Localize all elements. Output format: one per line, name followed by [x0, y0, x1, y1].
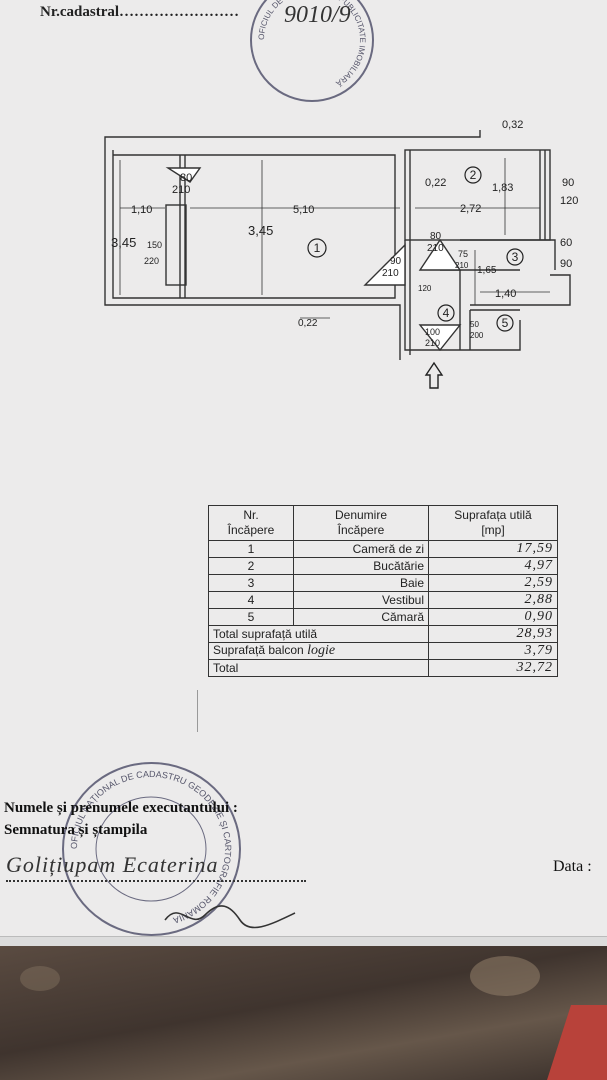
dim-label: 60	[560, 237, 572, 249]
dim-label: 90	[560, 258, 572, 270]
room-number: 4	[443, 306, 450, 320]
dim-label: 0,22	[298, 318, 318, 329]
dim-label: 1,65	[477, 265, 497, 276]
dim-label: 3,45	[248, 223, 273, 238]
dim-label: 220	[144, 256, 159, 266]
top-stamp: OFICIUL DE CADASTRU ȘI PUBLICITATE IMOBI…	[250, 0, 374, 102]
col-header-area: Suprafața utilă [mp]	[428, 505, 558, 541]
dim-label: 120	[418, 284, 432, 293]
dim-label: 100	[425, 327, 440, 337]
room-number: 5	[502, 316, 509, 330]
dim-label: 210	[455, 261, 469, 270]
room-number: 1	[314, 241, 321, 255]
dim-label: 1,40	[495, 288, 516, 300]
dim-label: 150	[147, 240, 162, 250]
col-header-nr: Nr. Încăpere	[208, 505, 294, 541]
col-header-name: Denumire Încăpere	[293, 505, 429, 541]
dim-label: 120	[560, 195, 578, 207]
dim-label: 80	[180, 172, 192, 184]
page-edge	[0, 936, 607, 947]
handwritten-signature-name: Golițiupam Ecaterina	[6, 852, 219, 877]
dim-label: 75	[458, 249, 468, 259]
dim-label: 50	[470, 320, 479, 329]
dim-label: 1,10	[131, 204, 152, 216]
signature-dotted-line	[6, 880, 306, 882]
background-fabric	[0, 946, 607, 1080]
entrance-arrow-icon	[424, 361, 444, 389]
table-header-row: Nr. Încăpere Denumire Încăpere Suprafața…	[208, 505, 558, 541]
floor-plan: 0,32 80 210 1,10 5,10 3,45 3,45 150 220 …	[104, 119, 578, 389]
signature-label: Semnatura și ștampila	[4, 822, 148, 838]
dim-label: 3,45	[111, 235, 136, 250]
dim-label: 0,32	[502, 119, 523, 131]
dim-label: 90	[390, 256, 402, 267]
dim-label: 200	[470, 331, 484, 340]
dim-label: 5,10	[293, 204, 314, 216]
dim-label: 210	[427, 243, 444, 254]
dim-label: 210	[382, 268, 399, 279]
dim-label: 0,22	[425, 177, 446, 189]
dim-label: 80	[430, 231, 442, 242]
signature-scribble	[164, 905, 296, 929]
room-number: 2	[470, 168, 477, 182]
dim-label: 90	[562, 177, 574, 189]
date-label: Data :	[553, 858, 592, 875]
dim-label: 1,83	[492, 182, 513, 194]
room-number: 3	[512, 250, 519, 264]
executant-label: Numele și prenumele executantului :	[4, 800, 238, 816]
margin-line	[197, 690, 198, 732]
bottom-stamp-ring: OFICIUL NAȚIONAL DE CADASTRU GEODEZIE ȘI…	[69, 769, 233, 926]
areas-table: Nr. Încăpere Denumire Încăpere Suprafața…	[208, 505, 558, 677]
bottom-stamp: OFICIUL NAȚIONAL DE CADASTRU GEODEZIE ȘI…	[62, 762, 241, 936]
dim-label: 210	[172, 184, 190, 196]
dim-label: 210	[425, 338, 440, 348]
top-stamp-handwriting: 9010/9	[284, 2, 351, 28]
top-stamp-ring: OFICIUL DE CADASTRU ȘI PUBLICITATE IMOBI…	[257, 0, 367, 88]
dim-label: 2,72	[460, 203, 481, 215]
red-object	[547, 1005, 607, 1080]
cadastral-number: Nr.cadastral……………………	[40, 4, 240, 20]
